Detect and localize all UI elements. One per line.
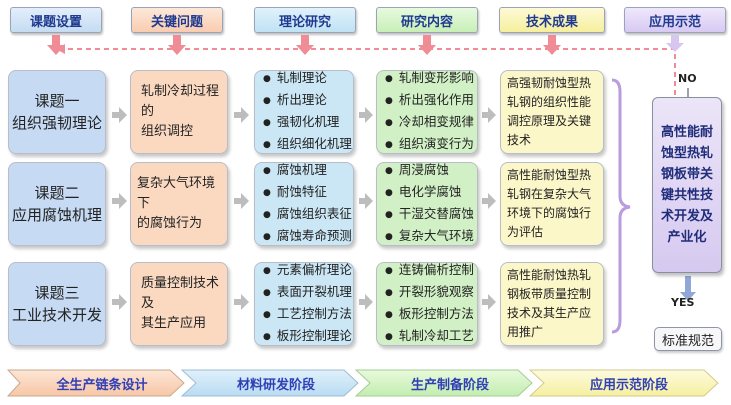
research-list-1: ●轧制变形影响 ●析出强化作用 ●冷却相变规律 ●组织演变行为 xyxy=(376,70,478,154)
topic-2-line2: 应用腐蚀机理 xyxy=(11,206,102,224)
stage-bar xyxy=(6,369,719,397)
issue-box-3: 质量控制技术及 其生产应用 xyxy=(130,262,228,346)
topic-2-line1: 课题二 xyxy=(34,184,80,202)
header-tech-result: 技术成果 xyxy=(499,7,605,33)
down-arrow-5 xyxy=(543,35,561,55)
list-item: ●析出强化作用 xyxy=(385,92,474,107)
list-item: ●腐蚀组织表征 xyxy=(263,206,352,221)
list-item: ●电化学腐蚀 xyxy=(385,184,462,199)
list-item: ●轧制变形影响 xyxy=(385,70,474,85)
gray-arrow-r1-4 xyxy=(482,107,496,123)
down-arrow-4 xyxy=(418,35,436,55)
list-item: ●干湿交替腐蚀 xyxy=(385,206,474,221)
header-down-arrows xyxy=(47,35,561,55)
research-list-3: ●连铸偏析控制 ●开裂形貌观察 ●板形控制方法 ●轧制冷却工艺 xyxy=(376,262,478,346)
stage-label-4: 应用示范阶段 xyxy=(589,377,668,393)
issue-3-line2: 其生产应用 xyxy=(141,316,207,331)
theory-list-1: ●轧制理论 ●析出理论 ●强韧化机理 ●组织细化机理 xyxy=(254,70,354,154)
issue-1-line1: 轧制冷却过程的 xyxy=(141,84,220,119)
list-item: ●复杂大气环境 xyxy=(385,228,474,243)
down-arrow-3 xyxy=(296,35,314,55)
topic-box-3: 课题三 工业技术开发 xyxy=(8,262,106,346)
topic-1-line2: 组织强韧理论 xyxy=(11,114,102,132)
list-item: ●耐蚀特征 xyxy=(263,184,327,199)
topic-3-line2: 工业技术开发 xyxy=(11,306,102,324)
list-item: ●轧制理论 xyxy=(263,70,327,85)
list-item: ●板形控制理论 xyxy=(263,328,352,343)
issue-2-line1: 复杂大气环境下 xyxy=(137,176,216,211)
list-item: ●组织细化机理 xyxy=(263,136,352,151)
topic-1-line1: 课题一 xyxy=(34,92,80,110)
list-item: ●组织演变行为 xyxy=(385,136,474,151)
research-list-2: ●周浸腐蚀 ●电化学腐蚀 ●干湿交替腐蚀 ●复杂大气环境 xyxy=(376,162,478,246)
stage-chevron-2 xyxy=(180,369,359,397)
result-box-3: 高性能耐蚀热轧钢板带质量控制技术及其生产应用推广 xyxy=(500,262,604,346)
final-industrialization-box: 高性能耐 蚀型热轧 钢板带关 键共性技 术开发及 产业化 xyxy=(652,97,722,273)
list-item: ●工艺控制方法 xyxy=(263,306,352,321)
list-item: ●周浸腐蚀 xyxy=(385,162,449,177)
list-item: ●连铸偏析控制 xyxy=(385,262,474,277)
row-arrows xyxy=(112,107,496,310)
issue-3-line1: 质量控制技术及 xyxy=(141,276,220,311)
result-box-1: 高强韧耐蚀型热轧钢的组织性能调控原理及关键技术 xyxy=(500,70,604,154)
header-application-demo: 应用示范 xyxy=(624,7,726,33)
header-research-content: 研究内容 xyxy=(376,7,478,33)
purple-brace xyxy=(611,78,631,334)
stage-label-2: 材料研发阶段 xyxy=(236,377,315,393)
issue-1-line2: 组织调控 xyxy=(141,124,194,139)
topic-box-1: 课题一 组织强韧理论 xyxy=(8,70,106,154)
list-item: ●板形控制方法 xyxy=(385,306,474,321)
theory-list-3: ●元素偏析理论 ●表面开裂机理 ●工艺控制方法 ●板形控制理论 xyxy=(254,262,354,346)
issue-2-line2: 的腐蚀行为 xyxy=(137,216,203,231)
issue-box-1: 轧制冷却过程的 组织调控 xyxy=(130,70,228,154)
yes-label: YES xyxy=(671,296,695,309)
down-arrow-2 xyxy=(168,35,186,55)
theory-list-2: ●腐蚀机理 ●耐蚀特征 ●腐蚀组织表征 ●腐蚀寿命预测 xyxy=(254,162,354,246)
result-box-2: 高性能耐蚀型热轧钢在复杂大气环境下的腐蚀行为评估 xyxy=(500,162,604,246)
list-item: ●腐蚀寿命预测 xyxy=(263,228,352,243)
list-item: ●轧制冷却工艺 xyxy=(385,328,474,343)
topic-box-2: 课题二 应用腐蚀机理 xyxy=(8,162,106,246)
stage-label-1: 全生产链条设计 xyxy=(56,377,148,393)
stage-chevron-4 xyxy=(528,369,719,397)
list-item: ●强韧化机理 xyxy=(263,114,340,129)
list-item: ●析出理论 xyxy=(263,92,327,107)
header-topic-setting: 课题设置 xyxy=(10,7,102,33)
standard-spec-box: 标准规范 xyxy=(654,327,722,351)
list-item: ●开裂形貌观察 xyxy=(385,284,474,299)
list-item: ●腐蚀机理 xyxy=(263,162,327,177)
list-item: ●冷却相变规律 xyxy=(385,114,474,129)
list-item: ●表面开裂机理 xyxy=(263,284,352,299)
stage-chevron-3 xyxy=(354,369,533,397)
feedback-arrowhead xyxy=(56,44,65,54)
stage-label-3: 生产制备阶段 xyxy=(410,377,489,393)
issue-box-2: 复杂大气环境下 的腐蚀行为 xyxy=(130,162,228,246)
topic-3-line1: 课题三 xyxy=(34,284,80,302)
stage-chevron-1 xyxy=(6,369,185,397)
no-label: NO xyxy=(678,72,697,85)
down-arrow-6 xyxy=(666,35,684,52)
header-theory-research: 理论研究 xyxy=(254,7,356,33)
header-key-issue: 关键问题 xyxy=(131,7,223,33)
yes-arrow xyxy=(680,276,696,301)
list-item: ●元素偏析理论 xyxy=(263,262,352,277)
